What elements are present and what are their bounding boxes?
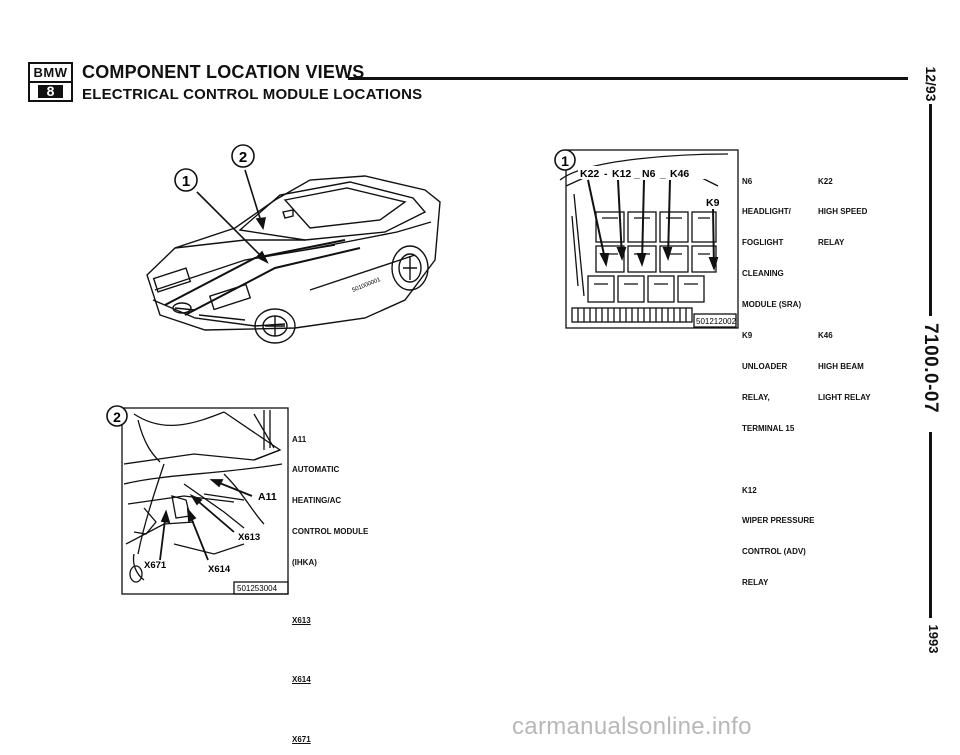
legend-line: LIGHT RELAY: [818, 392, 871, 402]
legend-line: K46: [818, 331, 833, 341]
legend-line: HIGH BEAM: [818, 361, 864, 371]
page-subtitle: ELECTRICAL CONTROL MODULE LOCATIONS: [82, 86, 423, 103]
legend-line: WIPER PRESSURE: [742, 516, 815, 526]
relay-panel-illustration: 1 K22 - K12 _ N6 _ K46 K9 501212002: [554, 149, 739, 329]
legend-line: N6: [742, 176, 753, 186]
legend-line: A11: [292, 434, 307, 444]
legend-line: HIGH SPEED: [818, 207, 868, 217]
legend-line: [742, 455, 814, 465]
site-watermark: carmanualsonline.info: [512, 713, 752, 740]
title-rule: [348, 77, 908, 80]
bmw-8-logo: BMW 8: [28, 62, 73, 102]
legend-line: X613: [292, 615, 311, 625]
legend-line: AUTOMATIC: [292, 465, 340, 475]
side-rule-top: [929, 104, 932, 316]
relay-dash-3: _: [659, 168, 666, 180]
side-year: 1993: [926, 624, 941, 654]
dash-module-illustration: 2 A11 X613 X671 X614 501253004: [106, 405, 289, 595]
dash-x614-label: X614: [208, 564, 231, 575]
dash-x671-label: X671: [144, 560, 167, 571]
relay-k22-label: K22: [580, 168, 599, 180]
dash-figure-ref: 501253004: [237, 584, 278, 593]
legend-line: CONTROL MODULE: [292, 527, 369, 537]
dash-callout-2: 2: [113, 409, 121, 425]
dash-legend: A11 AUTOMATIC HEATING/AC CONTROL MODULE …: [292, 414, 368, 755]
relay-n6-label: N6: [642, 168, 656, 180]
legend-line: CLEANING: [742, 269, 784, 279]
legend-line: RELAY: [818, 238, 845, 248]
legend-line: X614: [292, 675, 311, 685]
relay-legend-col1: N6 HEADLIGHT/ FOGLIGHT CLEANING MODULE (…: [742, 156, 814, 599]
legend-line: HEADLIGHT/: [742, 207, 791, 217]
legend-line: FOGLIGHT: [742, 238, 784, 248]
car-callout-2: 2: [239, 149, 247, 166]
relay-dash-1: -: [604, 168, 608, 180]
side-date: 12/93: [923, 66, 939, 102]
logo-series-number: 8: [37, 84, 64, 98]
relay-k46-label: K46: [670, 168, 689, 180]
legend-line: (IHKA): [292, 558, 317, 568]
legend-line: K22: [818, 176, 833, 186]
relay-dash-2: _: [633, 168, 640, 180]
car-callout-1: 1: [182, 173, 190, 190]
legend-line: UNLOADER: [742, 361, 788, 371]
legend-line: CONTROL (ADV): [742, 547, 806, 557]
relay-k9-label: K9: [706, 197, 720, 209]
side-rule-bottom: [929, 432, 932, 618]
dash-a11-label: A11: [258, 491, 277, 503]
legend-line: [818, 300, 871, 310]
car-figure-ref: 501000001: [352, 277, 383, 294]
side-section-code: 7100.0-07: [920, 322, 941, 414]
legend-line: X671: [292, 734, 311, 744]
car-illustration: 1 2 501000001: [146, 144, 441, 344]
legend-line: HEATING/AC: [292, 496, 342, 506]
logo-bmw-text: BMW: [30, 64, 71, 83]
legend-line: K9: [742, 331, 753, 341]
relay-k12-label: K12: [612, 168, 631, 180]
legend-line: RELAY,: [742, 392, 770, 402]
dash-x613-label: X613: [238, 532, 260, 543]
legend-line: K12: [742, 485, 757, 495]
relay-legend-col2: K22 HIGH SPEED RELAY K46 HIGH BEAM LIGHT…: [818, 156, 871, 413]
legend-line: TERMINAL 15: [742, 423, 795, 433]
relay-figure-ref: 501212002: [696, 317, 737, 326]
relay-callout-1: 1: [561, 153, 569, 169]
legend-line: MODULE (SRA): [742, 300, 802, 310]
page-title: COMPONENT LOCATION VIEWS: [82, 62, 365, 82]
legend-line: RELAY: [742, 578, 769, 588]
legend-line: [818, 269, 871, 279]
